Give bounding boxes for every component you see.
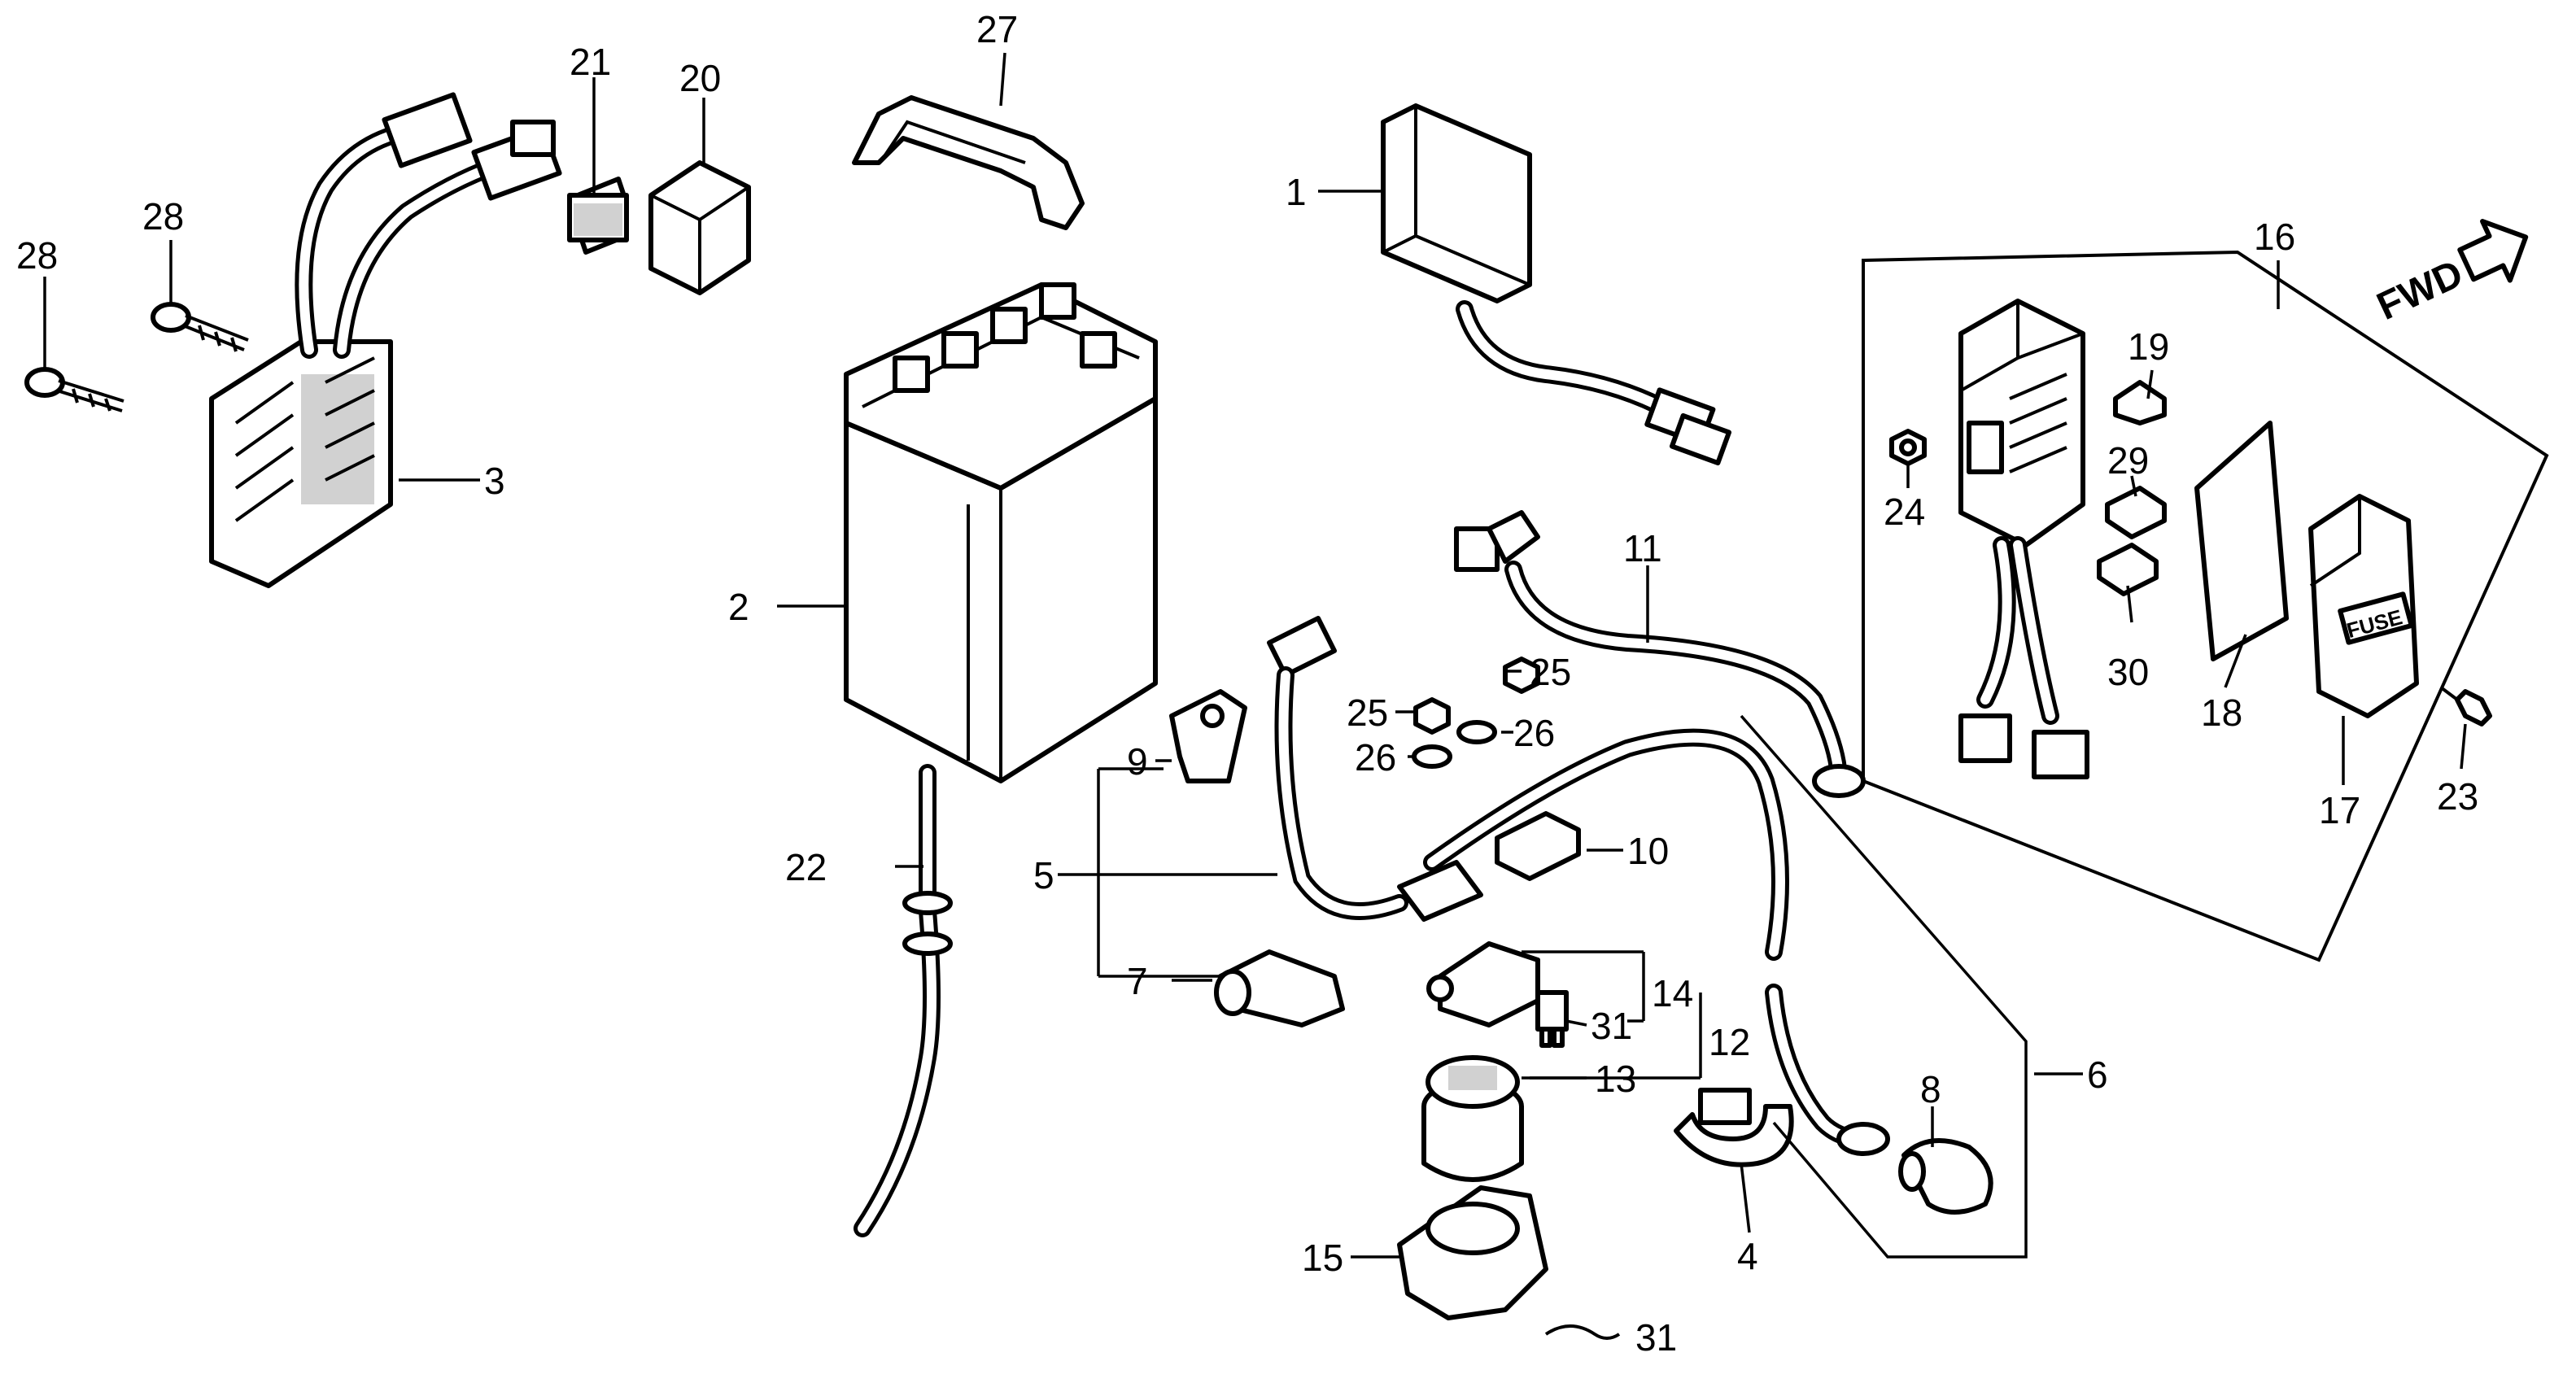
leader-lines [43,52,2467,1259]
fuse-29 [2105,486,2167,539]
fwd-label: FWD [2371,252,2469,329]
fwd-arrow: FWD [2371,219,2529,329]
callout-22: 22 [785,846,827,888]
callout-2: 2 [728,586,749,628]
callout-28-a: 28 [16,234,58,277]
terminal-cover-7 [1214,949,1345,1027]
control-module [1381,103,1732,466]
label-sheet-18 [2194,421,2289,661]
fuse-box-cover-17: FUSE [2308,494,2419,718]
callout-24: 24 [1884,491,1925,533]
terminal-cover-9 [1169,689,1247,783]
callout-16: 16 [2254,216,2295,258]
fuse-box-group-16 [1862,250,2549,962]
callout-9: 9 [1127,740,1148,783]
washer-26-a [1456,720,1497,744]
callout-13: 13 [1595,1058,1636,1100]
fragment-31 [1544,1324,1621,1340]
cable-11 [1454,510,1866,798]
regulator-rectifier [209,92,562,588]
nut-24 [1889,429,1927,466]
callout-6: 6 [2087,1054,2108,1096]
fuse-30 [2097,543,2159,596]
washer-26-b [1412,744,1452,769]
callout-labels: 1 2 3 4 5 6 7 8 9 10 11 12 13 14 15 16 1… [16,8,2478,1359]
callout-7: 7 [1127,960,1148,1002]
callout-4: 4 [1737,1235,1758,1277]
callout-30: 30 [2107,651,2149,693]
relay-connector-14 [1426,941,1540,1027]
connector-21 [567,177,629,255]
callout-25-b: 25 [1347,692,1388,734]
nut-25-a [1503,657,1540,694]
callout-27: 27 [976,8,1018,50]
callout-15: 15 [1302,1237,1343,1279]
callout-29: 29 [2107,439,2149,482]
battery-strap [852,95,1085,230]
callout-19: 19 [2128,325,2169,368]
callout-8: 8 [1920,1068,1941,1110]
callout-12: 12 [1709,1021,1750,1063]
callout-23: 23 [2437,775,2478,818]
callout-31-b: 31 [1635,1316,1677,1359]
callout-21: 21 [570,41,611,83]
callout-20: 20 [679,57,721,99]
callout-11: 11 [1623,527,1662,569]
callout-28-b: 28 [142,195,184,238]
callout-17: 17 [2319,789,2360,831]
terminal-cover-10 [1495,811,1581,881]
callout-10: 10 [1627,830,1669,872]
nut-25-b [1413,697,1451,735]
bolt-28-right [151,302,249,352]
starter-relay-13 [1421,1055,1524,1182]
callout-26-b: 26 [1355,736,1396,779]
callout-26-a: 26 [1513,712,1555,754]
bolt-28-left [24,367,124,412]
fuse-19 [2113,380,2167,425]
breather-tube [854,764,953,1237]
screw-23 [2439,686,2492,726]
callout-3: 3 [484,460,505,502]
callout-31-a: 31 [1591,1005,1632,1047]
callout-25-a: 25 [1530,651,1571,693]
callout-1: 1 [1286,171,1307,213]
battery [844,282,1158,783]
cable-5 [1267,616,1483,922]
rubber-cover-15 [1397,1185,1548,1320]
fuse-box [1958,299,2089,779]
callout-14: 14 [1652,972,1693,1014]
relay-20 [648,160,751,295]
bracket-lines [1097,714,2028,1259]
callout-18: 18 [2201,692,2242,734]
terminal-cover-8 [1898,1138,1993,1215]
cable-6 [1423,728,1890,1156]
fuse-31 [1535,990,1569,1048]
band-4 [1674,1088,1794,1167]
callout-5: 5 [1033,854,1054,897]
